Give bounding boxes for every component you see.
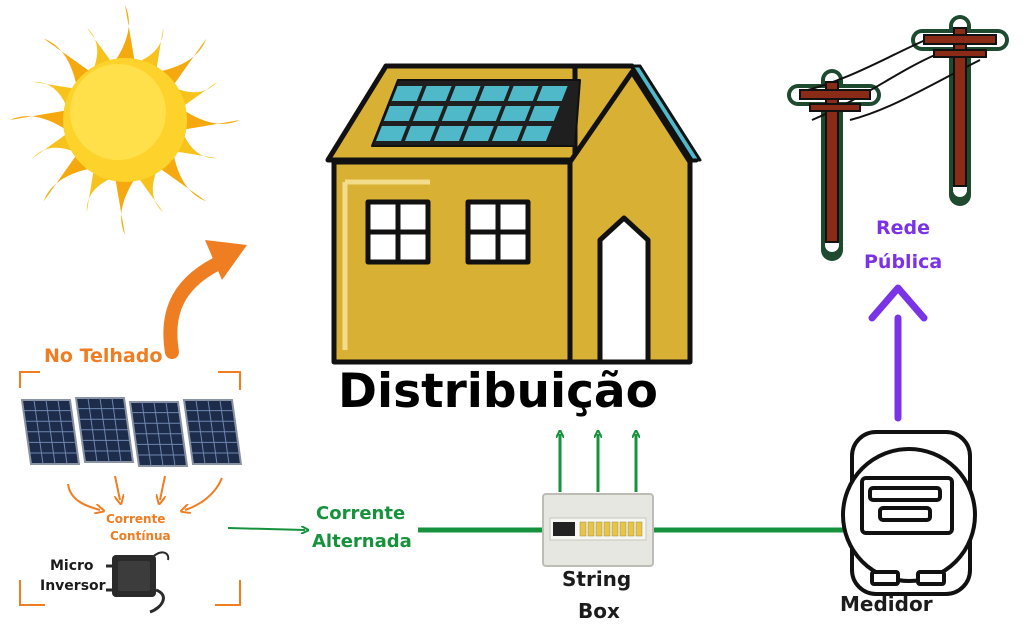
label-no-telhado: No Telhado (44, 346, 162, 368)
electric-meter-icon (843, 432, 975, 594)
curved-arrow (170, 240, 247, 352)
label-string: String (562, 568, 631, 591)
up-arrows (560, 434, 636, 492)
house-icon (328, 66, 700, 362)
label-box: Box (578, 600, 620, 623)
micro-inverter-icon (106, 552, 168, 612)
label-distribuicao: Distribuição (338, 365, 658, 419)
label-corrente-continua-2: Contínua (110, 530, 171, 544)
string-box-icon (543, 494, 653, 566)
label-rede: Rede (876, 218, 930, 240)
ac-arrow (228, 528, 305, 530)
label-inversor: Inversor (40, 578, 106, 594)
label-corrente-alternada-2: Alternada (312, 532, 412, 553)
label-corrente-continua-1: Corrente (106, 513, 165, 527)
label-micro: Micro (50, 558, 94, 574)
label-corrente-alternada-1: Corrente (316, 504, 405, 525)
grid-arrow (872, 288, 924, 418)
label-publica: Pública (864, 252, 942, 274)
dc-arrows (68, 476, 222, 510)
label-medidor: Medidor (840, 593, 933, 616)
sun-icon (10, 5, 240, 235)
